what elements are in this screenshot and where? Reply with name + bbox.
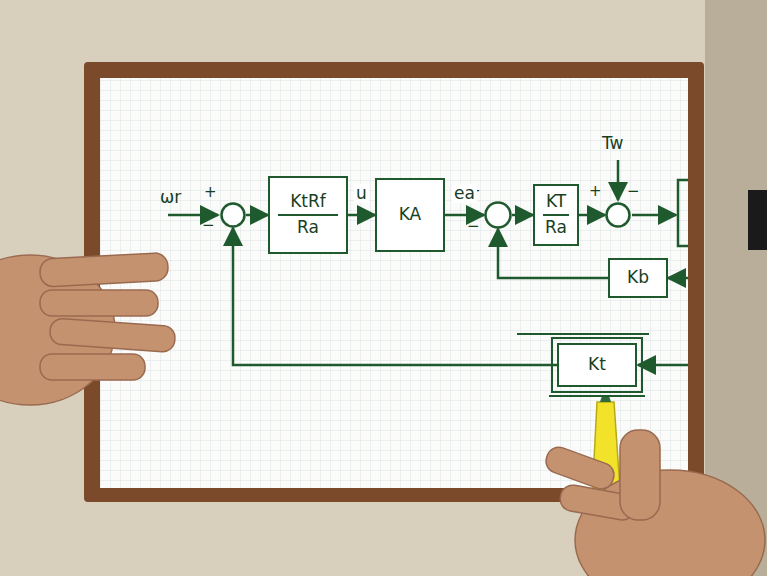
- summing-junction: +−: [220, 202, 246, 228]
- block-text: KT: [546, 192, 566, 212]
- fraction-bar: [278, 214, 338, 216]
- block-text: Ra: [297, 218, 319, 238]
- signal-connector: [348, 214, 375, 217]
- signal-connector: [246, 214, 268, 217]
- gain-block: KT Ra: [533, 184, 579, 246]
- tap-line: [638, 364, 688, 367]
- sign: −: [627, 184, 640, 199]
- signal-name: Tw: [600, 134, 625, 153]
- signal-connector: [579, 214, 605, 217]
- sign: +: [589, 184, 602, 199]
- output-line: [632, 214, 676, 217]
- summing-junction: +−: [484, 201, 512, 229]
- junction-outline: [484, 201, 512, 229]
- sign: −: [202, 218, 215, 233]
- block-text: Kt: [588, 355, 606, 375]
- junction-circle: [607, 204, 630, 227]
- signal-connector: [512, 214, 533, 217]
- junction-circle: [222, 204, 245, 227]
- tap-line: [668, 277, 688, 280]
- block-text: Kb: [627, 268, 649, 288]
- signal-name: ea: [452, 184, 477, 203]
- left-hand: [0, 252, 176, 405]
- disturbance-line: [617, 160, 620, 200]
- dark-object: [748, 190, 767, 250]
- highlight-outline: [552, 338, 642, 392]
- block-text: KA: [399, 205, 421, 225]
- block-text: Ra: [545, 218, 567, 238]
- right-hand: [543, 396, 765, 576]
- feedback-block: Kt: [557, 343, 637, 387]
- signal-name: u: [354, 184, 369, 203]
- junction-circle: [486, 203, 511, 228]
- highlight-stroke: [549, 395, 645, 397]
- gain-block: KtRfRa: [268, 176, 348, 254]
- sign: +: [204, 185, 217, 200]
- junction-outline: [605, 202, 631, 228]
- summing-junction: +−: [605, 202, 631, 228]
- partial-box: [678, 180, 688, 246]
- block-text: KtRf: [290, 192, 326, 212]
- input-line: [168, 214, 218, 217]
- feedback-block: Kb: [608, 258, 668, 298]
- highlight-strokes: [517, 334, 649, 396]
- highlight-stroke: [517, 333, 649, 335]
- amplifier-block: KA: [375, 178, 445, 252]
- sign: −: [467, 219, 480, 234]
- signal-name: ωr: [158, 188, 183, 207]
- signal-connector: [445, 214, 484, 217]
- junction-outline: [220, 202, 246, 228]
- fraction-bar: [543, 214, 569, 216]
